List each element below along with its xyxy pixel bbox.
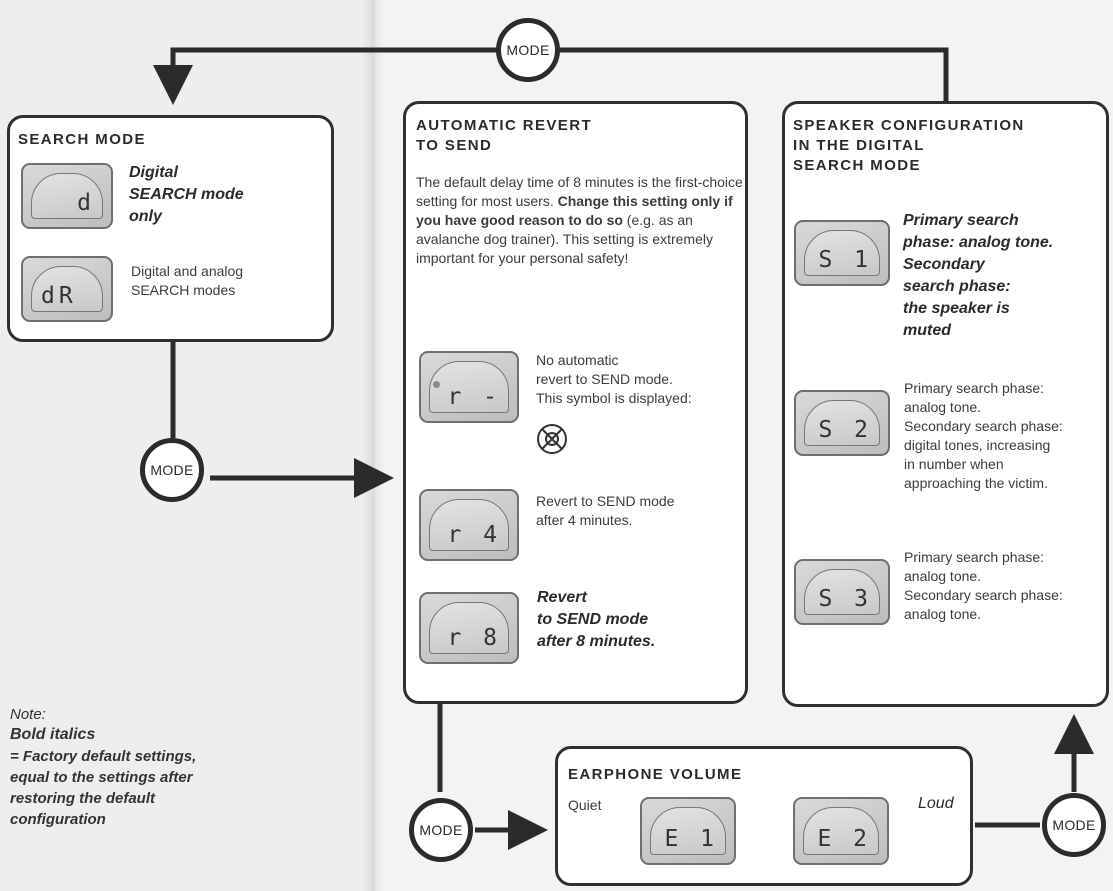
display-dR-value: dR <box>41 283 77 309</box>
earphone-loud-label: Loud <box>918 795 954 812</box>
speaker-option-3-text: Primary search phase: analog tone. Secon… <box>904 549 1063 622</box>
auto-revert-intro-plain: The default delay time of 8 minutes is t… <box>416 174 743 209</box>
speaker-option-1-text: Primary search phase: analog tone. Secon… <box>903 212 1054 339</box>
connector-top-left <box>153 47 497 105</box>
display-E2-value: E 2 <box>817 826 871 852</box>
note-text: = Factory default settings, equal to the… <box>10 748 197 828</box>
search-mode-title: SEARCH MODE <box>18 131 146 148</box>
search-option-digital-analog-text: Digital and analog SEARCH modes <box>131 263 244 298</box>
display-S1-value: S 1 <box>818 247 872 273</box>
auto-revert-intro-rest: (e.g. as an avalanche dog trainer). This… <box>416 212 713 266</box>
display-r4-value: r 4 <box>447 522 501 548</box>
earphone-quiet-label: Quiet <box>568 797 602 813</box>
mode-button-left[interactable]: MODE <box>140 438 204 502</box>
search-mode-box: SEARCH MODE d Digital SEARCH mode only d… <box>7 115 334 342</box>
connector-top-right <box>560 47 949 106</box>
speaker-option-2-text: Primary search phase: analog tone. Secon… <box>904 380 1063 491</box>
mode-button-bottom-left[interactable]: MODE <box>409 798 473 862</box>
book-gutter <box>362 0 384 891</box>
earphone-volume-title: EARPHONE VOLUME <box>568 766 743 783</box>
display-r8: r 8 <box>419 592 519 664</box>
display-S3-value: S 3 <box>818 586 872 612</box>
mode-button-bottom-right[interactable]: MODE <box>1042 793 1106 857</box>
auto-revert-intro: The default delay time of 8 minutes is t… <box>416 173 746 268</box>
note-label: Note: <box>10 706 46 723</box>
speaker-config-title: SPEAKER CONFIGURATION IN THE DIGITAL SEA… <box>793 117 1025 174</box>
display-E2: E 2 <box>793 797 889 865</box>
display-d: d <box>21 163 113 229</box>
display-S1: S 1 <box>794 220 890 286</box>
auto-revert-box: AUTOMATIC REVERT TO SEND The default del… <box>403 101 748 704</box>
display-indicator-dot <box>433 381 440 388</box>
note-bold-italics: Bold italics <box>10 726 96 743</box>
display-d-value: d <box>77 190 95 216</box>
auto-revert-intro-bold: Change this setting only if you have goo… <box>416 193 733 228</box>
no-revert-symbol-icon <box>537 424 567 454</box>
display-r8-value: r 8 <box>447 625 501 651</box>
display-r-dash-value: r - <box>447 384 501 410</box>
search-option-digital-text: Digital SEARCH mode only <box>129 164 244 225</box>
display-S2: S 2 <box>794 390 890 456</box>
display-dR: dR <box>21 256 113 322</box>
display-S2-value: S 2 <box>818 417 872 443</box>
display-r-dash: r - <box>419 351 519 423</box>
mode-button-top[interactable]: MODE <box>496 18 560 82</box>
revert-option-8min-text: Revert to SEND mode after 8 minutes. <box>537 589 656 650</box>
display-E1-value: E 1 <box>664 826 718 852</box>
earphone-volume-box: EARPHONE VOLUME Quiet Loud E 1 E 2 <box>555 746 973 886</box>
display-S3: S 3 <box>794 559 890 625</box>
speaker-config-box: SPEAKER CONFIGURATION IN THE DIGITAL SEA… <box>782 101 1109 707</box>
auto-revert-title: AUTOMATIC REVERT TO SEND <box>416 117 593 154</box>
revert-option-4min-text: Revert to SEND mode after 4 minutes. <box>536 493 675 528</box>
display-E1: E 1 <box>640 797 736 865</box>
revert-option-none-text: No automatic revert to SEND mode. This s… <box>536 352 692 406</box>
display-r4: r 4 <box>419 489 519 561</box>
